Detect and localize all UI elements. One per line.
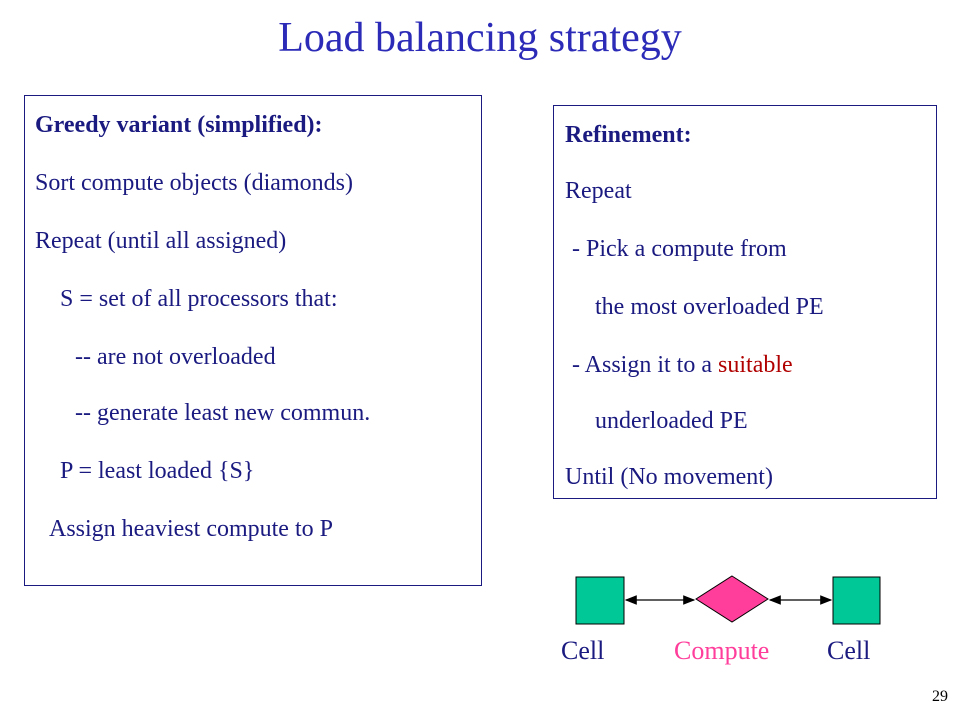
refinement-line: the most overloaded PE (595, 294, 824, 320)
compute-label: Compute (674, 636, 770, 665)
compute-diamond (695, 575, 769, 623)
left-cell-label: Cell (561, 636, 605, 665)
page-number: 29 (932, 688, 948, 705)
greedy-line: Sort compute objects (diamonds) (35, 170, 353, 196)
greedy-box: Greedy variant (simplified): Sort comput… (24, 95, 482, 586)
right-cell-square (832, 576, 881, 625)
left-cell-square (575, 576, 625, 625)
refinement-line-assign: - Assign it to a suitable (572, 352, 793, 379)
greedy-heading: Greedy variant (simplified): (35, 112, 323, 138)
refinement-box: Refinement: Repeat - Pick a compute from… (553, 105, 937, 499)
greedy-line: Assign heaviest compute to P (49, 516, 333, 542)
greedy-line: P = least loaded {S} (60, 458, 255, 484)
refinement-line: - Pick a compute from (572, 236, 787, 262)
greedy-line: S = set of all processors that: (60, 286, 338, 312)
suitable-highlight: suitable (718, 352, 793, 378)
refinement-line: Until (No movement) (565, 464, 773, 490)
greedy-line: -- are not overloaded (75, 344, 276, 370)
slide-title: Load balancing strategy (278, 15, 682, 61)
greedy-line: -- generate least new commun. (75, 400, 371, 426)
refinement-line: Repeat (565, 178, 632, 204)
refinement-assign-text: - Assign it to a (572, 352, 719, 378)
right-cell-label: Cell (827, 636, 871, 665)
refinement-heading: Refinement: (565, 122, 692, 148)
greedy-line: Repeat (until all assigned) (35, 228, 287, 254)
refinement-line: underloaded PE (595, 408, 748, 434)
